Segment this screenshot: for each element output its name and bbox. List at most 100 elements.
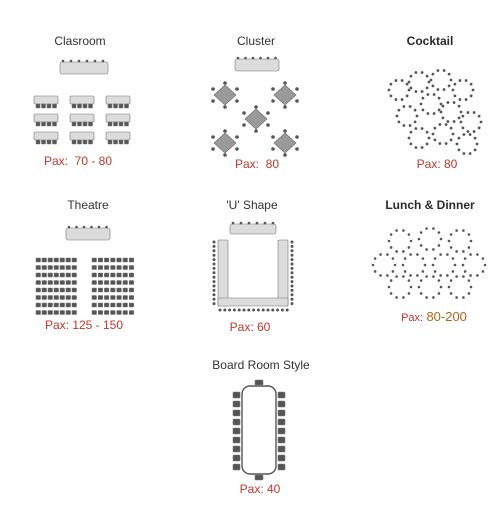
chair [277, 409, 286, 417]
chair [420, 146, 424, 149]
chair [295, 87, 299, 91]
cluster-pax: Pax: 80 [235, 157, 279, 171]
chair [419, 292, 423, 295]
chair [97, 287, 103, 293]
chair [472, 111, 476, 114]
chair [449, 292, 453, 295]
chair [110, 280, 116, 285]
chair [65, 295, 71, 300]
chair [232, 436, 241, 444]
chair [52, 121, 57, 127]
chair [283, 105, 287, 109]
chair [104, 265, 110, 270]
chair [261, 308, 265, 312]
chair [235, 135, 239, 139]
chair [231, 221, 235, 225]
chair [35, 121, 41, 127]
chair [285, 308, 289, 312]
chair [53, 287, 59, 293]
chair [395, 275, 398, 278]
chair [47, 257, 53, 263]
chair [433, 126, 437, 130]
chair [295, 135, 299, 139]
desk-table [69, 113, 95, 123]
chair [423, 263, 427, 267]
chair [35, 272, 41, 278]
chair [67, 225, 71, 229]
chair [128, 280, 134, 285]
desk-table [105, 95, 131, 105]
chair [414, 127, 418, 130]
chair [266, 123, 270, 127]
chair [466, 111, 470, 114]
u-table-right [277, 239, 289, 307]
chair [387, 88, 391, 92]
chair [77, 121, 82, 127]
u-table-bottom [217, 297, 289, 307]
chair [437, 292, 441, 295]
presenter-table [59, 61, 109, 75]
chair [463, 257, 467, 260]
chair [444, 142, 448, 145]
chair [389, 279, 393, 282]
chair [402, 296, 405, 299]
chair [212, 280, 216, 284]
pax-value: 80-200 [426, 309, 467, 324]
chair [409, 253, 412, 256]
chair [432, 112, 436, 115]
chair [218, 308, 222, 312]
chair [447, 285, 451, 289]
chair [473, 136, 477, 140]
chair [295, 147, 299, 151]
cluster-table [213, 84, 237, 106]
chair [413, 120, 417, 124]
chair [41, 295, 47, 300]
chair [232, 409, 241, 417]
chair [232, 463, 241, 471]
pax-value: 40 [267, 482, 281, 496]
pax-label: Pax: [44, 318, 69, 332]
chair [414, 146, 418, 149]
chair [290, 293, 294, 297]
chair [122, 295, 128, 300]
chair [71, 287, 77, 293]
pax-value: 80 [265, 157, 280, 171]
chair [407, 246, 411, 249]
chair [283, 153, 287, 157]
chair [420, 127, 424, 130]
chair [71, 280, 77, 285]
desk-table [105, 113, 131, 123]
chair [255, 221, 259, 225]
chair [212, 293, 216, 297]
chair [59, 257, 65, 263]
chair [107, 103, 113, 109]
chair [391, 257, 395, 260]
chair [104, 280, 110, 285]
chair [251, 56, 255, 60]
pax-value: 60 [257, 320, 271, 334]
chair [414, 71, 418, 74]
chair [283, 81, 287, 85]
chair [414, 90, 418, 93]
chair [431, 263, 435, 267]
chair [455, 275, 458, 278]
chair [247, 221, 251, 225]
chair [386, 274, 389, 277]
chair [212, 284, 216, 288]
chair [59, 265, 65, 270]
chair [452, 101, 456, 104]
chair [409, 74, 413, 78]
chair [118, 121, 124, 127]
chair [97, 272, 103, 278]
chair [244, 56, 247, 60]
chair [116, 310, 122, 315]
chair [110, 295, 116, 300]
chair [449, 78, 453, 82]
chair [373, 270, 377, 273]
chair [419, 244, 423, 247]
chair [409, 86, 413, 90]
chair [97, 302, 103, 308]
chair [232, 445, 241, 453]
chair [232, 391, 241, 399]
chair [53, 295, 59, 300]
